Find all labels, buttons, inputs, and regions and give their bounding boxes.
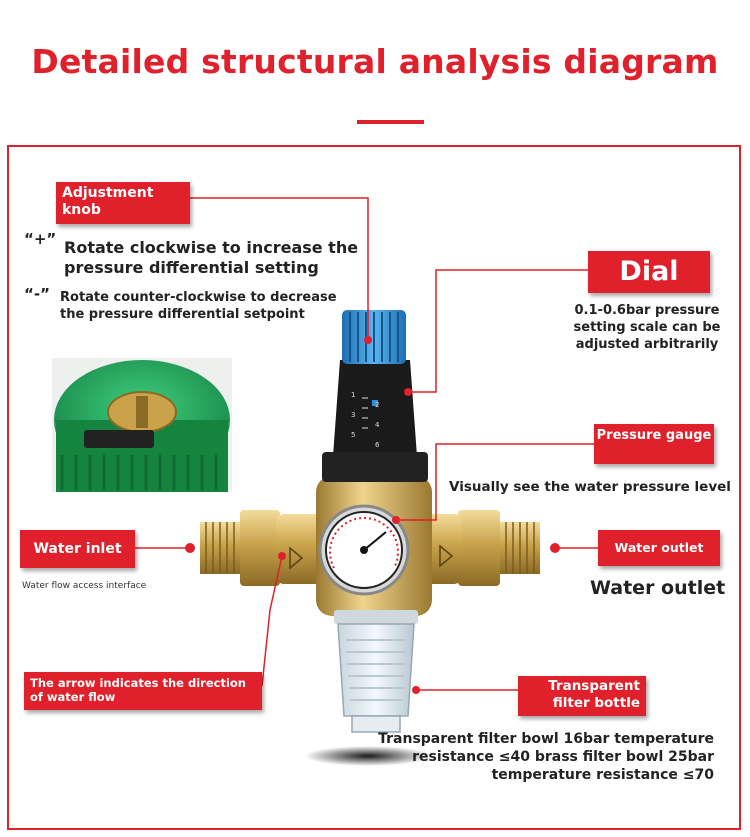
pressure-gauge-tag: Pressure gauge [594,424,714,464]
dial-scale-mark: 5 [351,431,356,439]
arrow-note-tag: The arrow indicates the direction of wat… [24,672,262,710]
water-inlet-label: Water inlet [33,541,122,557]
dial-scale-mark: 2 [375,401,380,409]
adjustment-knob-tag: Adjustment knob [56,182,190,224]
water-inlet-description: Water flow access interface [22,581,147,591]
dial-scale-mark: 3 [351,411,356,419]
filter-bottle-description: Transparent filter bowl 16bar temperatur… [378,731,714,783]
plus-description: Rotate clockwise to increase the pressur… [64,238,359,277]
dial-scale: 1 2 3 4 5 6 [351,390,391,450]
dial-label: Dial [619,256,679,287]
pressure-gauge-description: Visually see the water pressure level [449,479,731,495]
filter-bottle-label: Transparent filter bottle [548,678,640,711]
minus-symbol: “-” [24,285,50,303]
arrow-note-label: The arrow indicates the direction of wat… [30,676,246,704]
adjustment-knob-label: Adjustment knob [62,185,154,218]
dial-description: 0.1-0.6bar pressure setting scale can be… [573,303,721,352]
dial-scale-mark: 6 [375,441,380,449]
water-outlet-description: Water outlet [590,577,726,599]
dial-scale-mark: 4 [375,421,380,429]
diagram-frame [7,145,741,830]
minus-description: Rotate counter-clockwise to decrease the… [60,290,337,322]
title-underline [357,120,424,124]
green-knob-photo [52,358,232,492]
filter-bottle-tag: Transparent filter bottle [518,676,646,716]
water-inlet-tag: Water inlet [20,530,135,568]
pressure-gauge-label: Pressure gauge [596,428,712,443]
dial-tag: Dial [588,251,710,293]
water-outlet-label: Water outlet [614,540,704,555]
water-outlet-tag: Water outlet [598,530,720,566]
plus-symbol: “+” [24,230,57,248]
dial-scale-mark: 1 [351,391,356,399]
page-title: Detailed structural analysis diagram [31,42,719,81]
